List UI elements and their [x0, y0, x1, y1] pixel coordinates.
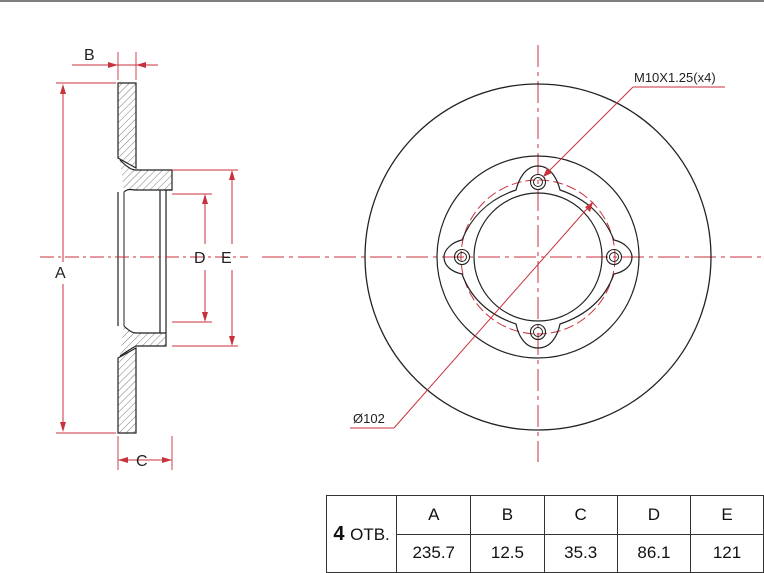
bolt-hole-top: [529, 173, 547, 191]
header-e: E: [690, 495, 764, 535]
value-b: 12.5: [470, 533, 545, 573]
thread-callout: M10X1.25(x4): [542, 70, 725, 178]
value-d: 86.1: [616, 533, 692, 573]
thread-callout-text: M10X1.25(x4): [634, 70, 716, 85]
hat-bottom-section: [119, 325, 167, 357]
dimension-d: D: [194, 194, 208, 322]
rotor-outer-edge: [364, 83, 712, 431]
dimension-a: A: [55, 84, 66, 432]
bolt-circle: [460, 179, 616, 335]
holes-count-cell: 4 ОТВ.: [325, 495, 398, 573]
dimension-c-label: C: [136, 453, 148, 470]
table-row-values: 235.7 12.5 35.3 86.1 121: [327, 533, 764, 573]
bolt-hole-bottom: [529, 323, 547, 341]
value-e: 121: [690, 533, 764, 573]
holes-suffix: ОТВ.: [350, 524, 390, 544]
bolt-circle-callout: Ø102: [350, 201, 594, 429]
dimension-spec-table: 4 ОТВ. A B C D E 235.7 12.5 35.3 86.1 12…: [325, 495, 764, 573]
dimension-a-label: A: [55, 265, 66, 282]
dimension-b: B: [72, 47, 158, 68]
table-row-header: 4 ОТВ. A B C D E: [325, 495, 764, 573]
side-extension-lines: [56, 52, 238, 470]
dimension-d-label: D: [194, 250, 206, 267]
header-c: C: [543, 495, 618, 535]
flange-bottom-section: [117, 346, 137, 434]
dimension-b-label: B: [84, 47, 95, 64]
value-c: 35.3: [543, 533, 618, 573]
dimension-e: E: [221, 170, 235, 346]
dimension-e-label: E: [221, 250, 232, 267]
hub-flange-outline: [443, 165, 633, 349]
center-bore: [473, 192, 603, 322]
header-a: A: [396, 495, 472, 535]
holes-count: 4: [333, 522, 345, 545]
bolt-hole-right: [605, 248, 623, 266]
header-d: D: [616, 495, 692, 535]
flange-top-section: [117, 82, 137, 170]
side-section-view: [40, 52, 248, 470]
bolt-hole-left: [453, 248, 471, 266]
header-b: B: [470, 495, 545, 535]
dimension-c: C: [118, 453, 172, 470]
hat-outer-circle: [436, 155, 640, 359]
front-view: M10X1.25(x4) Ø102: [262, 45, 764, 462]
hat-top-section: [119, 159, 173, 193]
bolt-circle-callout-text: Ø102: [353, 411, 385, 426]
value-a: 235.7: [396, 533, 472, 573]
